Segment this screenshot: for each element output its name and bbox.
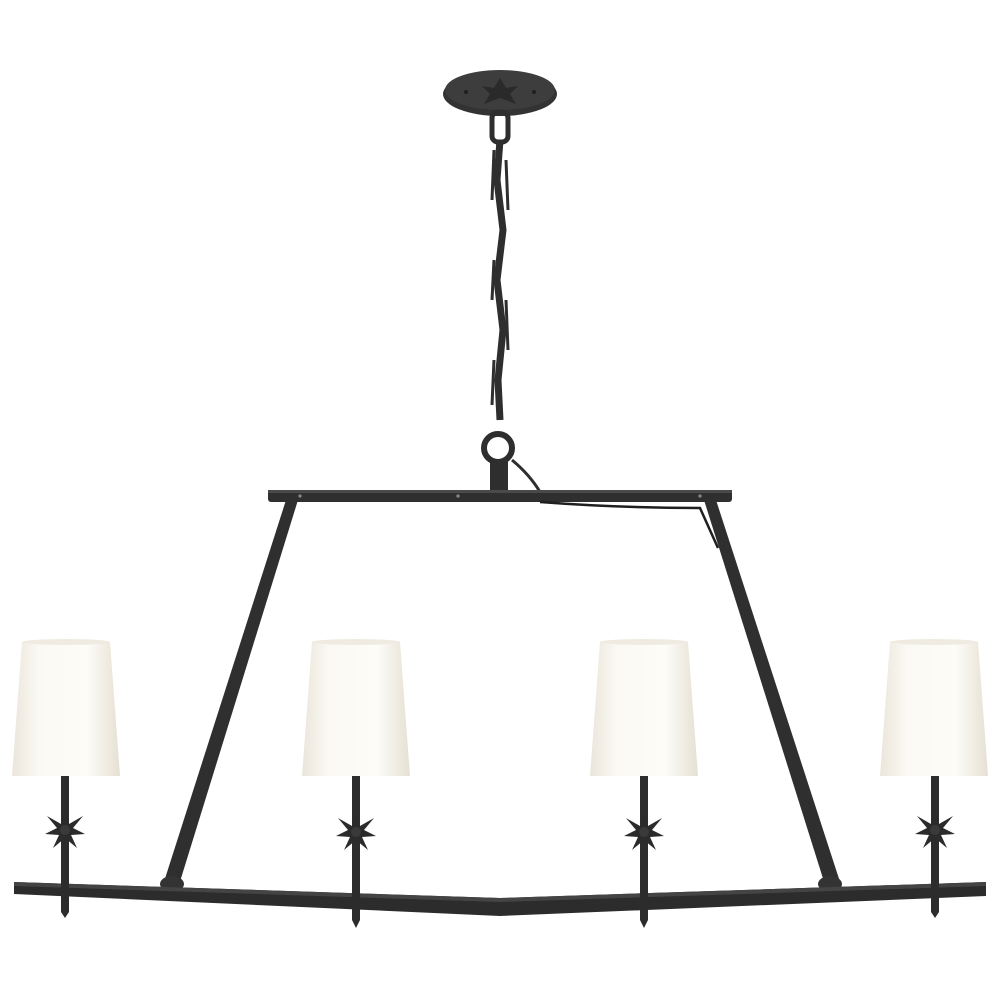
bottom-bar xyxy=(14,882,986,916)
lamp-shade-3 xyxy=(590,642,698,776)
ceiling-canopy xyxy=(443,70,557,116)
light-arm-2 xyxy=(302,639,410,928)
lamp-shade-1 xyxy=(12,642,120,776)
light-arm-1 xyxy=(12,639,120,918)
suspension-chain xyxy=(481,109,515,465)
hanging-bracket xyxy=(490,458,542,493)
top-bar xyxy=(268,490,732,549)
light-arm-3 xyxy=(590,639,698,928)
frame-arms xyxy=(160,500,842,892)
lamp-shade-4 xyxy=(880,642,988,776)
light-arm-4 xyxy=(880,639,988,918)
lamp-shade-2 xyxy=(302,642,410,776)
